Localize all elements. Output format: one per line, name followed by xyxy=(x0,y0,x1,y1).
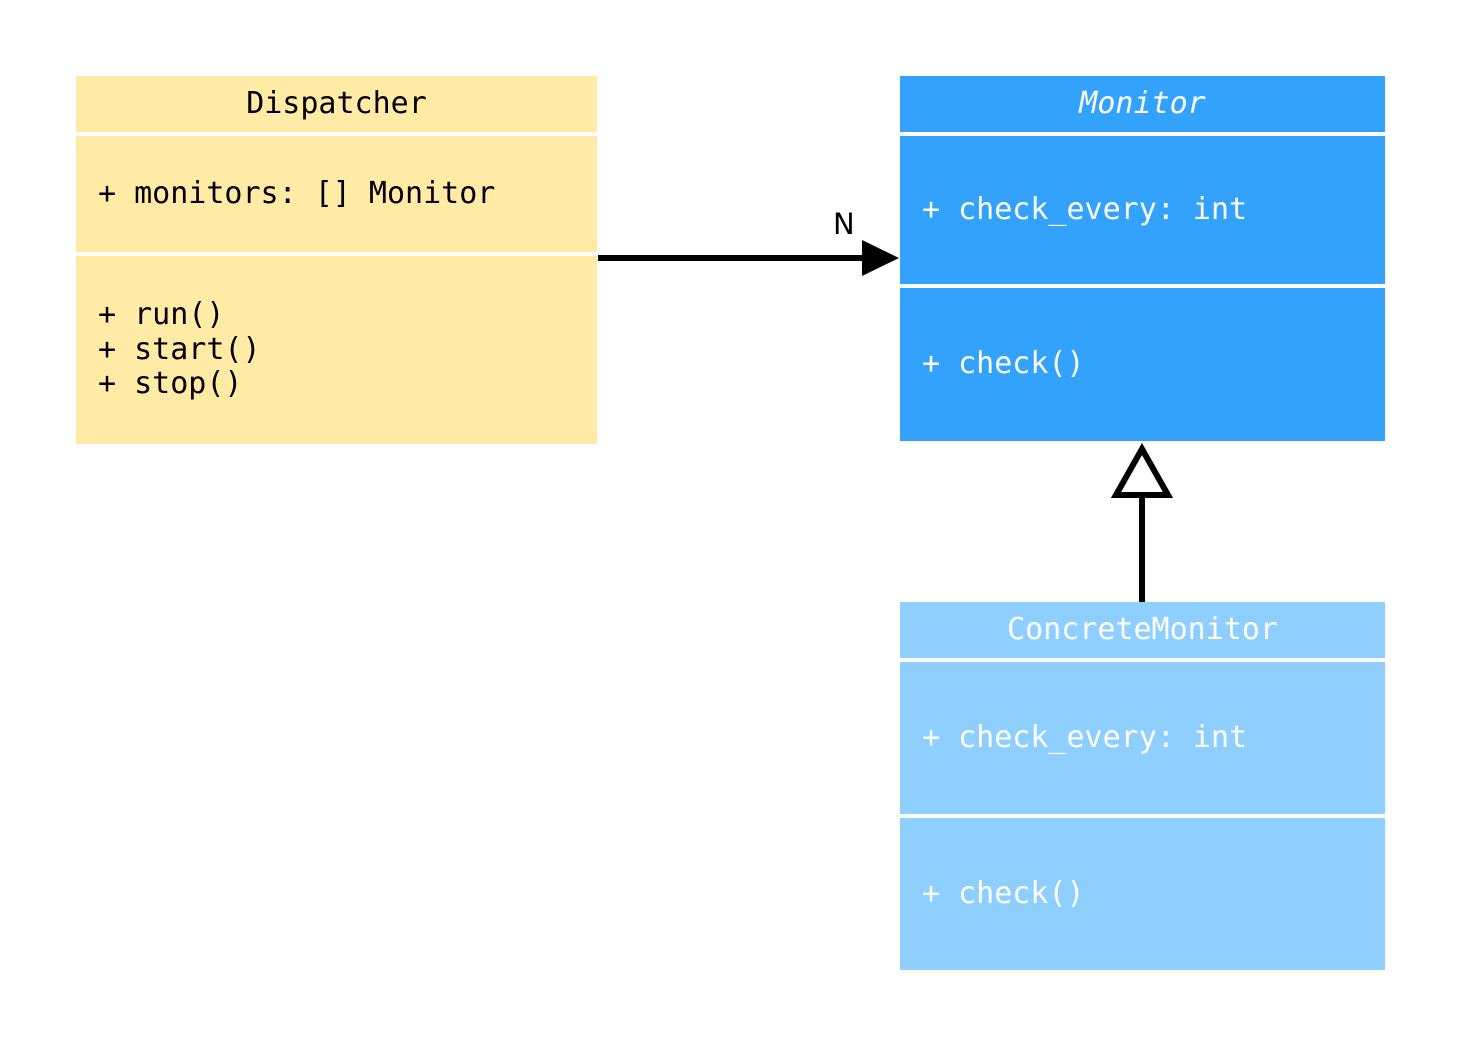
class-attribute: + monitors: [] Monitor xyxy=(98,175,496,211)
class-attribute: + check_every: int xyxy=(922,719,1248,755)
class-operation: + check() xyxy=(922,875,1085,911)
class-operation: + stop() xyxy=(98,366,243,402)
class-operations-compartment-dispatcher: + run() + start() + stop() xyxy=(76,256,597,444)
hollow-triangle-arrowhead-icon xyxy=(1110,442,1174,498)
generalization-concrete-monitor-to-monitor xyxy=(1110,442,1174,602)
association-dispatcher-to-monitor xyxy=(598,240,899,276)
uml-class-dispatcher[interactable]: Dispatcher + monitors: [] Monitor + run(… xyxy=(76,76,597,444)
class-title-compartment-dispatcher: Dispatcher xyxy=(76,76,597,132)
class-title-compartment-concrete-monitor: ConcreteMonitor xyxy=(900,602,1385,658)
uml-class-concrete-monitor[interactable]: ConcreteMonitor + check_every: int + che… xyxy=(900,602,1385,970)
class-title-compartment-monitor: Monitor xyxy=(900,76,1385,132)
association-multiplicity-label: N xyxy=(833,207,855,241)
uml-class-monitor[interactable]: Monitor + check_every: int + check() xyxy=(900,76,1385,441)
class-attributes-compartment-concrete-monitor: + check_every: int xyxy=(900,662,1385,814)
class-attributes-compartment-dispatcher: + monitors: [] Monitor xyxy=(76,136,597,252)
class-operation: + start() xyxy=(98,331,261,367)
class-operations-compartment-monitor: + check() xyxy=(900,288,1385,441)
class-name-monitor: Monitor xyxy=(1079,85,1206,121)
class-name-dispatcher: Dispatcher xyxy=(246,85,427,121)
class-operations-compartment-concrete-monitor: + check() xyxy=(900,818,1385,970)
class-operation: + check() xyxy=(922,346,1085,382)
class-operation: + run() xyxy=(98,296,225,332)
filled-triangle-arrowhead-icon xyxy=(862,240,899,276)
class-name-concrete-monitor: ConcreteMonitor xyxy=(1007,611,1278,647)
class-attributes-compartment-monitor: + check_every: int xyxy=(900,136,1385,284)
class-attribute: + check_every: int xyxy=(922,191,1248,227)
